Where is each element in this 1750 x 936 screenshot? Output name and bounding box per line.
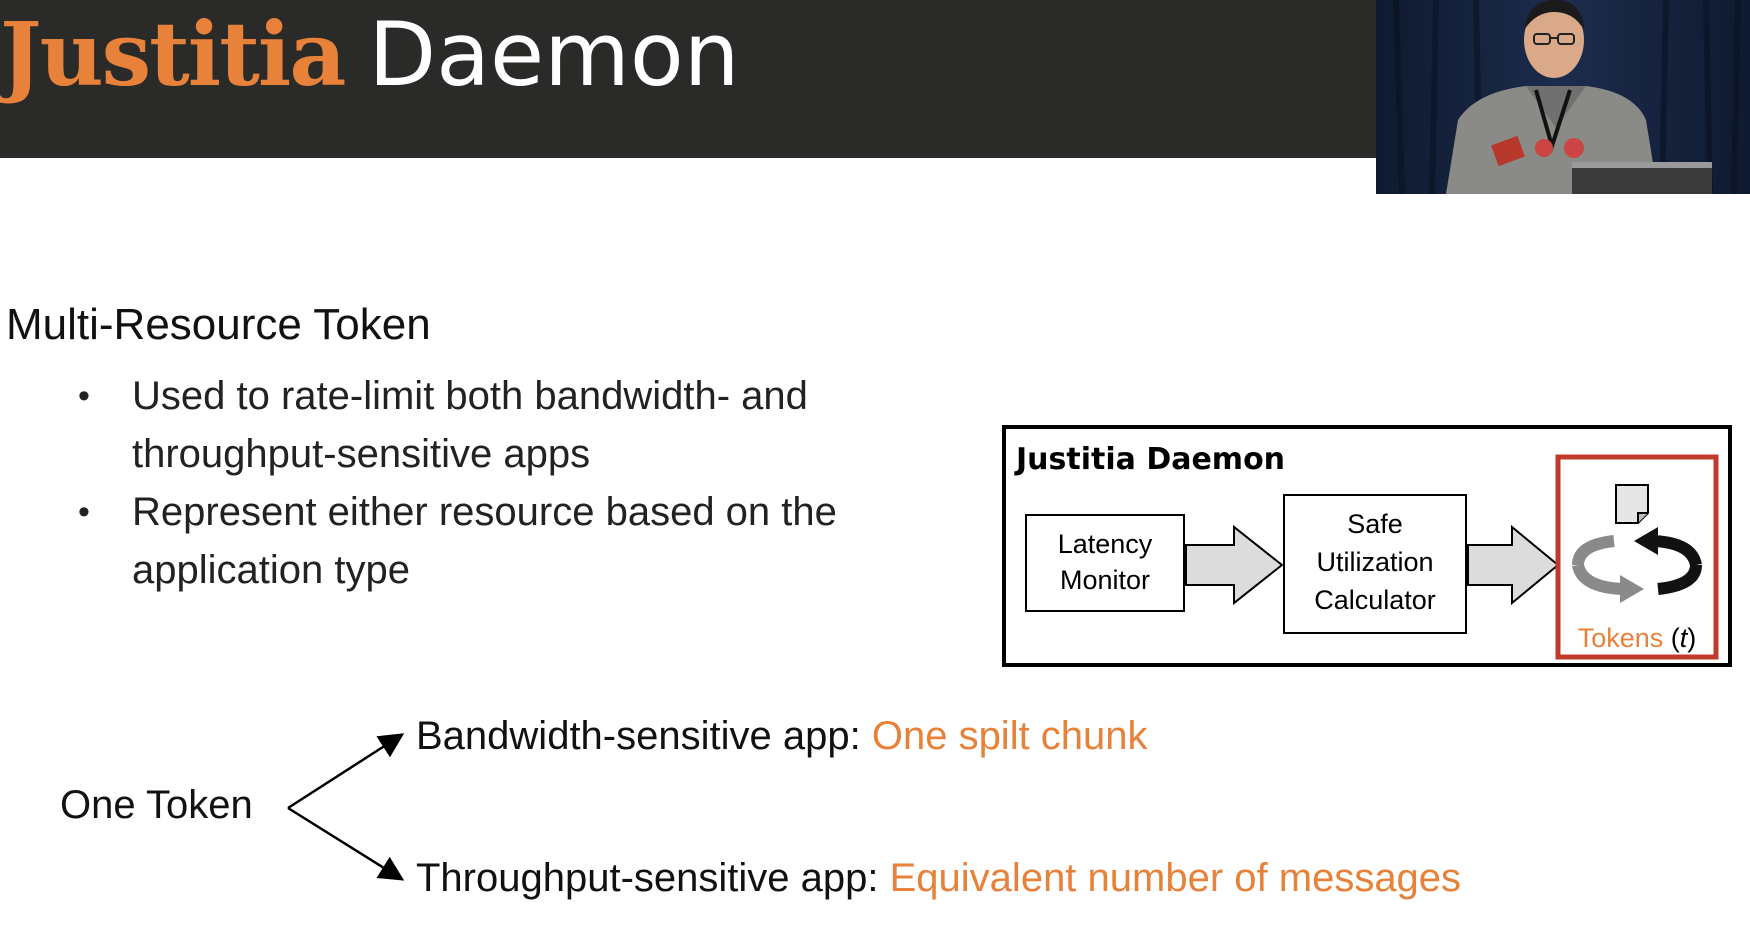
throughput-app-value: Equivalent number of messages bbox=[889, 856, 1462, 900]
one-token-label: One Token bbox=[60, 783, 253, 827]
bandwidth-app-value: One spilt chunk bbox=[871, 714, 1148, 758]
latency-monitor-label-2: Monitor bbox=[1060, 565, 1150, 595]
slide-title: Justitia Daemon bbox=[0, 0, 740, 158]
calculator-label-2: Utilization bbox=[1316, 547, 1433, 577]
throughput-app-label: Throughput-sensitive app: bbox=[416, 856, 879, 900]
latency-monitor-label-1: Latency bbox=[1058, 529, 1153, 559]
arrow-right-icon bbox=[1185, 524, 1284, 606]
arrow-up-right-icon bbox=[287, 733, 405, 810]
refresh-cycle-icon bbox=[1572, 527, 1702, 603]
title-rest: Daemon bbox=[368, 2, 740, 106]
bullet-item: Represent either resource based on the a… bbox=[70, 483, 850, 599]
latency-monitor-box bbox=[1025, 514, 1185, 612]
tokens-label: Tokens (t) bbox=[1578, 623, 1697, 653]
arrow-down-right-icon bbox=[287, 806, 405, 881]
section-heading: Multi-Resource Token bbox=[6, 300, 431, 349]
speaker-video-image bbox=[1376, 0, 1750, 194]
calculator-label-3: Calculator bbox=[1314, 585, 1436, 615]
title-accent: Justitia bbox=[0, 2, 346, 106]
throughput-app-line: Throughput-sensitive app: Equivalent num… bbox=[416, 856, 1461, 901]
diagram-title: Justitia Daemon bbox=[1014, 442, 1285, 477]
bandwidth-app-line: Bandwidth-sensitive app: One spilt chunk bbox=[416, 714, 1148, 759]
bullet-list: Used to rate-limit both bandwidth- and t… bbox=[70, 367, 850, 599]
calculator-box bbox=[1283, 494, 1467, 634]
arrow-right-icon bbox=[1467, 524, 1560, 606]
daemon-diagram: Justitia Daemon Latency Monitor Safe Uti… bbox=[1002, 425, 1732, 667]
calculator-label-1: Safe bbox=[1347, 509, 1403, 539]
bandwidth-app-label: Bandwidth-sensitive app: bbox=[416, 714, 861, 758]
speaker-video bbox=[1376, 0, 1750, 194]
bullet-item: Used to rate-limit both bandwidth- and t… bbox=[70, 367, 850, 483]
